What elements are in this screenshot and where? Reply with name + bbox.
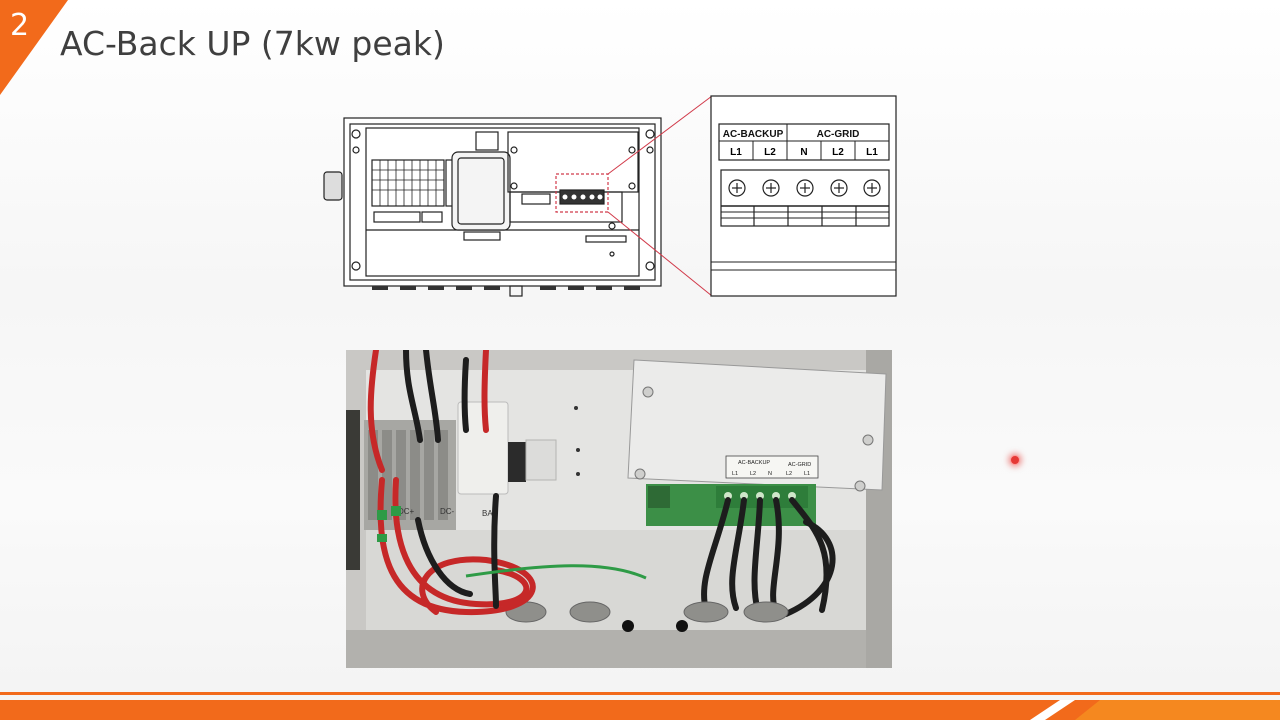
- enclosure-drawing: [323, 117, 662, 297]
- enclosure-photo-art: DC+ DC- BAT AC-BACKUP AC-GRID L1 L2 N L2…: [346, 350, 892, 668]
- photo-board-terminal: L1: [804, 471, 810, 477]
- photo-board-header-ac-grid: AC-GRID: [788, 462, 811, 468]
- photo-label-dc-pos: DC+: [398, 507, 415, 516]
- footer-accent-bar: [0, 692, 1280, 720]
- enclosure-photo: DC+ DC- BAT AC-BACKUP AC-GRID L1 L2 N L2…: [346, 350, 892, 668]
- diagram-terminal-label: L2: [832, 147, 844, 158]
- slide-number: 2: [10, 8, 30, 43]
- diagram-terminal-label: L2: [764, 147, 776, 158]
- diagram-header-ac-backup: AC-BACKUP: [723, 129, 784, 140]
- photo-board-terminal: N: [768, 471, 772, 477]
- diagram-header-ac-grid: AC-GRID: [817, 129, 860, 140]
- slide-title: AC-Back UP (7kw peak): [60, 24, 445, 63]
- photo-board-header-ac-backup: AC-BACKUP: [738, 460, 770, 466]
- laser-pointer-dot: [1010, 455, 1020, 465]
- photo-board-terminal: L2: [750, 471, 756, 477]
- diagram-terminal-label: N: [800, 147, 807, 158]
- slide-number-tab: [0, 0, 68, 95]
- diagram-terminal-label: L1: [730, 147, 742, 158]
- photo-label-bat: BAT: [482, 509, 497, 518]
- photo-board-terminal: L1: [732, 471, 738, 477]
- diagram-terminal-label: L1: [866, 147, 878, 158]
- terminal-zoom-panel: AC-BACKUP AC-GRID L1 L2 N L2 L1: [710, 95, 897, 297]
- photo-label-dc-neg: DC-: [440, 507, 455, 516]
- wiring-diagram: AC-BACKUP AC-GRID L1 L2 N L2 L1: [323, 95, 897, 297]
- photo-board-terminal: L2: [786, 471, 792, 477]
